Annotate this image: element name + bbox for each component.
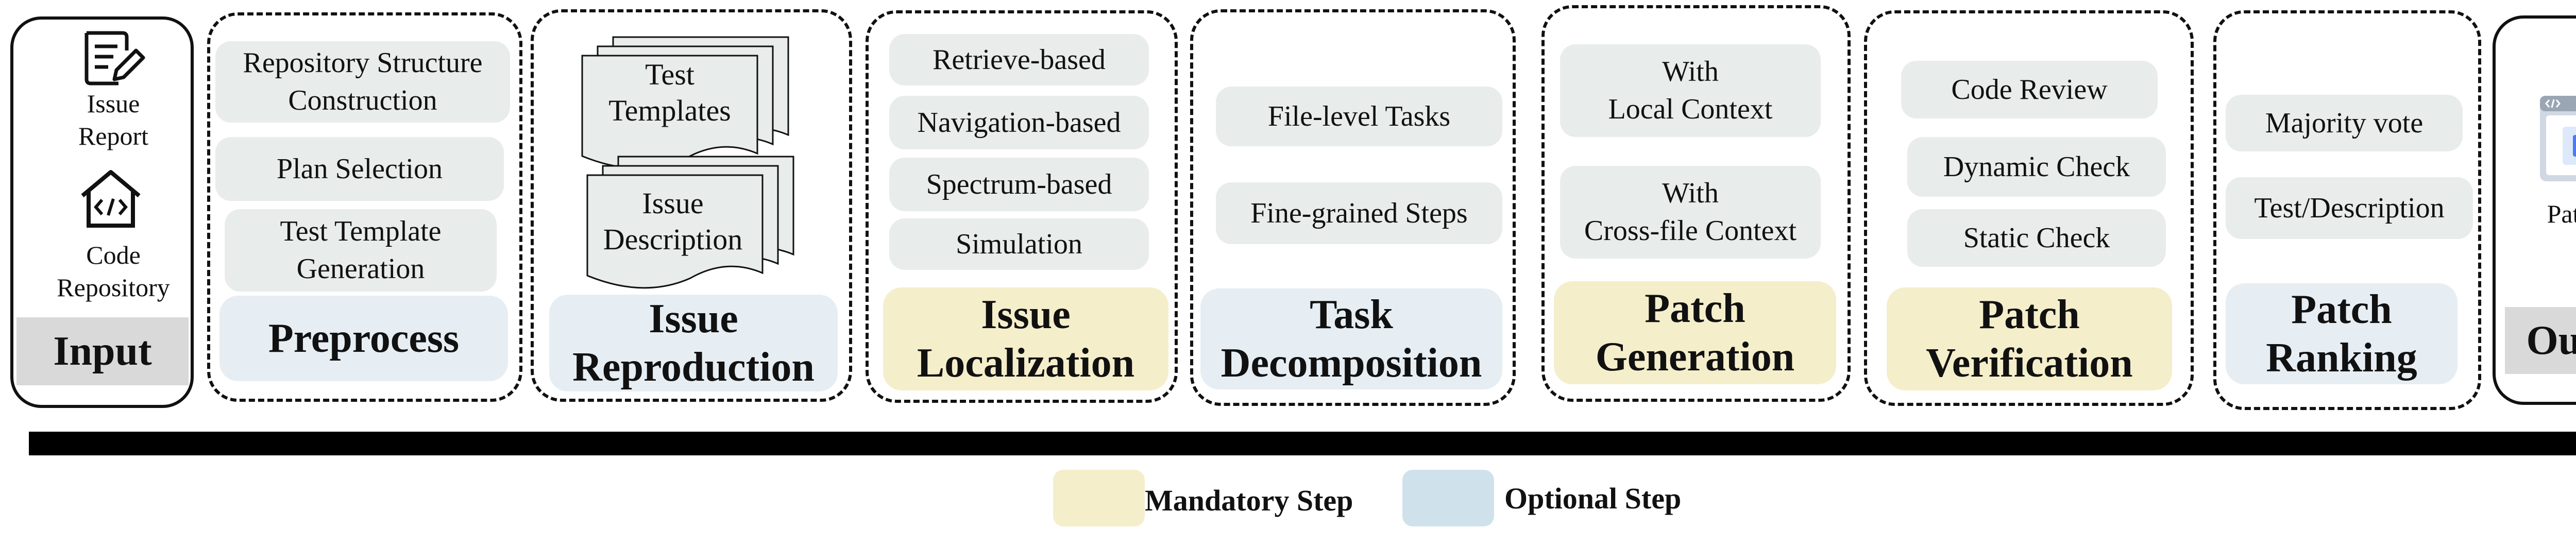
preprocess-item-plan-selection: Plan Selection bbox=[215, 137, 504, 201]
localization-item-simulation: Simulation bbox=[889, 218, 1149, 270]
legend-mandatory-label: Mandatory Step bbox=[1145, 484, 1353, 517]
ranking-item-majority-vote: Majority vote bbox=[2226, 95, 2463, 151]
issue-description-document-stack bbox=[586, 156, 794, 289]
report-edit-icon bbox=[84, 31, 145, 86]
verification-item-static-check: Static Check bbox=[1907, 209, 2166, 267]
preprocess-item-test-template: Test Template Generation bbox=[225, 209, 497, 292]
issue-report-label: Issue Report bbox=[78, 89, 149, 150]
code-house-icon bbox=[81, 170, 141, 228]
patch-ranking-panel bbox=[2213, 10, 2481, 410]
verification-item-code-review: Code Review bbox=[1901, 61, 2158, 118]
patches-label: Patches bbox=[2547, 199, 2576, 228]
verification-item-dynamic-check: Dynamic Check bbox=[1907, 137, 2166, 197]
output-label: Output bbox=[2505, 307, 2576, 374]
patch-generation-panel bbox=[1541, 5, 1851, 402]
localization-item-spectrum: Spectrum-based bbox=[889, 158, 1149, 211]
patch-ranking-label: Patch Ranking bbox=[2226, 283, 2458, 384]
legend-mandatory-swatch bbox=[1053, 470, 1145, 526]
browser-window-code-icon bbox=[2540, 96, 2576, 181]
patch-generation-label: Patch Generation bbox=[1554, 281, 1836, 384]
legend-optional-swatch bbox=[1402, 470, 1494, 526]
test-templates-label: Test Templates bbox=[608, 58, 731, 127]
patch-verification-panel bbox=[1864, 10, 2194, 406]
issue-description-label: Issue Description bbox=[603, 186, 743, 256]
preprocess-label: Preprocess bbox=[219, 296, 508, 381]
generation-item-local: With Local Context bbox=[1560, 44, 1821, 137]
code-repository-label: Code Repository bbox=[57, 241, 170, 302]
task-item-fine-grained: Fine-grained Steps bbox=[1216, 182, 1502, 244]
task-decomposition-label: Task Decomposition bbox=[1200, 288, 1502, 389]
input-label: Input bbox=[16, 317, 189, 385]
issue-reproduction-label: Issue Reproduction bbox=[549, 295, 838, 391]
task-item-file-level: File-level Tasks bbox=[1216, 87, 1502, 146]
patch-verification-label: Patch Verification bbox=[1887, 287, 2172, 390]
localization-item-retrieve: Retrieve-based bbox=[889, 34, 1149, 86]
output-panel bbox=[2493, 15, 2576, 405]
localization-item-navigation: Navigation-based bbox=[889, 96, 1149, 149]
task-decomposition-panel bbox=[1190, 9, 1516, 406]
preprocess-item-repository-structure: Repository Structure Construction bbox=[215, 41, 510, 123]
legend-optional-label: Optional Step bbox=[1504, 482, 1682, 515]
issue-localization-label: Issue Localization bbox=[883, 287, 1168, 390]
input-panel bbox=[10, 16, 194, 408]
issue-reproduction-panel bbox=[531, 9, 852, 402]
pipeline-arrow bbox=[29, 432, 2576, 455]
ranking-item-test-description: Test/Description bbox=[2226, 177, 2473, 239]
test-templates-document-stack bbox=[581, 36, 789, 169]
preprocess-panel bbox=[207, 12, 522, 402]
issue-localization-panel bbox=[866, 10, 1178, 403]
generation-item-cross-file: With Cross-file Context bbox=[1560, 166, 1821, 259]
